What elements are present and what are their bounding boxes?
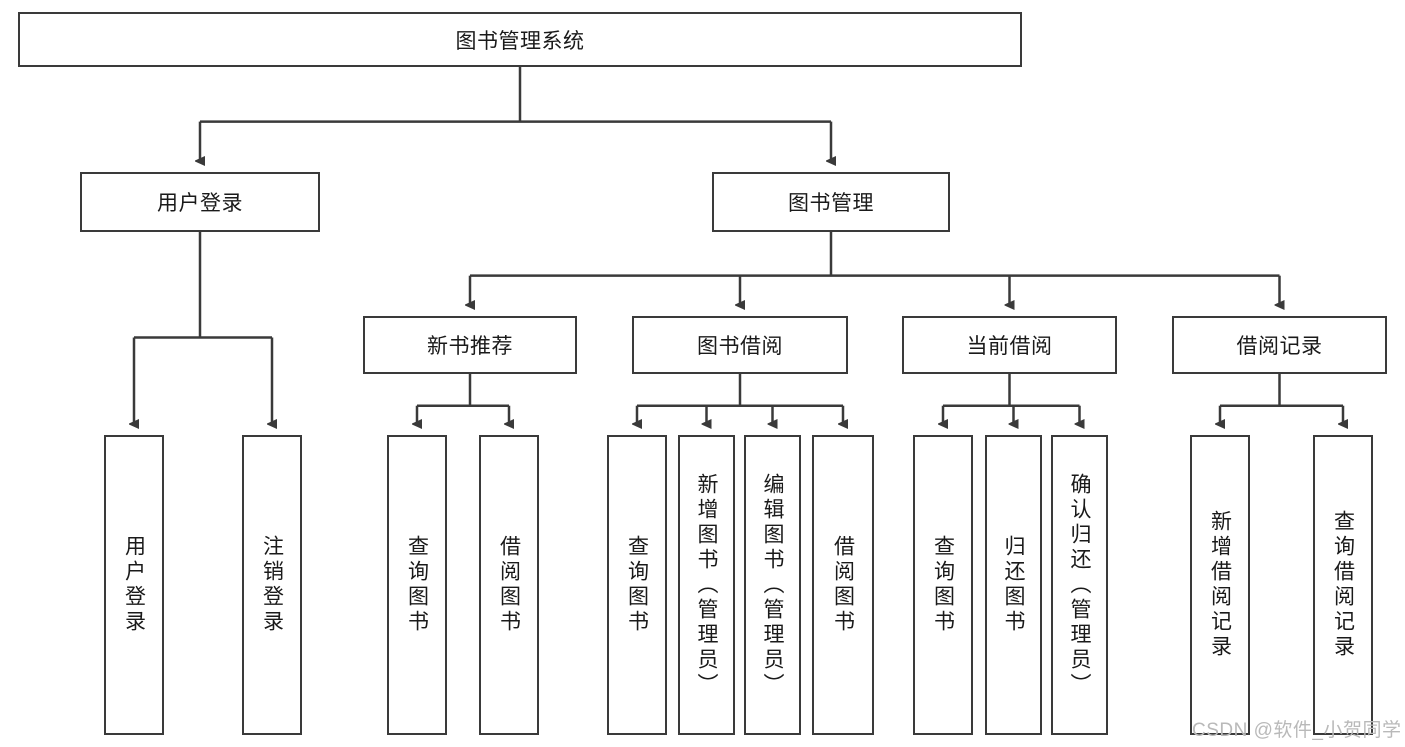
node-leaf-rec-borrow[interactable]: 借阅图书 <box>479 435 539 735</box>
node-current-borrow[interactable]: 当前借阅 <box>902 316 1117 374</box>
node-label: 新增图书（管理员） <box>695 472 718 698</box>
node-label: 用户登录 <box>122 535 146 635</box>
node-label: 当前借阅 <box>966 335 1053 358</box>
node-label: 用户登录 <box>157 192 243 215</box>
node-borrow-record[interactable]: 借阅记录 <box>1172 316 1387 374</box>
node-label: 新书推荐 <box>427 335 513 358</box>
node-leaf-rec-query[interactable]: 查询图书 <box>387 435 447 735</box>
node-leaf-rec-add[interactable]: 新增借阅记录 <box>1190 435 1250 735</box>
node-leaf-brw-borrow[interactable]: 借阅图书 <box>812 435 874 735</box>
node-leaf-user-logout[interactable]: 注销登录 <box>242 435 302 735</box>
node-label: 查询图书 <box>405 535 429 635</box>
node-leaf-brw-edit[interactable]: 编辑图书（管理员） <box>744 435 801 735</box>
node-leaf-user-login[interactable]: 用户登录 <box>104 435 164 735</box>
node-label: 确认归还（管理员） <box>1068 472 1091 698</box>
node-leaf-brw-query[interactable]: 查询图书 <box>607 435 667 735</box>
node-root[interactable]: 图书管理系统 <box>18 12 1022 67</box>
node-leaf-cur-confirm[interactable]: 确认归还（管理员） <box>1051 435 1108 735</box>
node-label: 注销登录 <box>260 535 284 635</box>
node-leaf-cur-return[interactable]: 归还图书 <box>985 435 1042 735</box>
node-label: 图书管理系统 <box>455 29 585 53</box>
node-label: 借阅记录 <box>1236 335 1323 358</box>
watermark-label: CSDN @软件_小贺同学 <box>1192 720 1402 741</box>
node-leaf-rec-search[interactable]: 查询借阅记录 <box>1313 435 1373 735</box>
node-new-book-rec[interactable]: 新书推荐 <box>363 316 577 374</box>
node-leaf-cur-query[interactable]: 查询图书 <box>913 435 973 735</box>
node-label: 查询借阅记录 <box>1331 510 1355 660</box>
node-label: 图书借阅 <box>697 335 783 358</box>
node-label: 借阅图书 <box>497 535 521 635</box>
node-book-manage[interactable]: 图书管理 <box>712 172 950 232</box>
node-label: 图书管理 <box>788 192 874 215</box>
node-label: 借阅图书 <box>831 535 855 635</box>
node-book-borrow[interactable]: 图书借阅 <box>632 316 848 374</box>
node-label: 查询图书 <box>931 535 955 635</box>
node-leaf-brw-add[interactable]: 新增图书（管理员） <box>678 435 735 735</box>
node-label: 查询图书 <box>625 535 649 635</box>
node-label: 新增借阅记录 <box>1208 510 1232 660</box>
node-user-login[interactable]: 用户登录 <box>80 172 320 232</box>
node-label: 归还图书 <box>1002 535 1025 635</box>
node-label: 编辑图书（管理员） <box>761 472 784 698</box>
